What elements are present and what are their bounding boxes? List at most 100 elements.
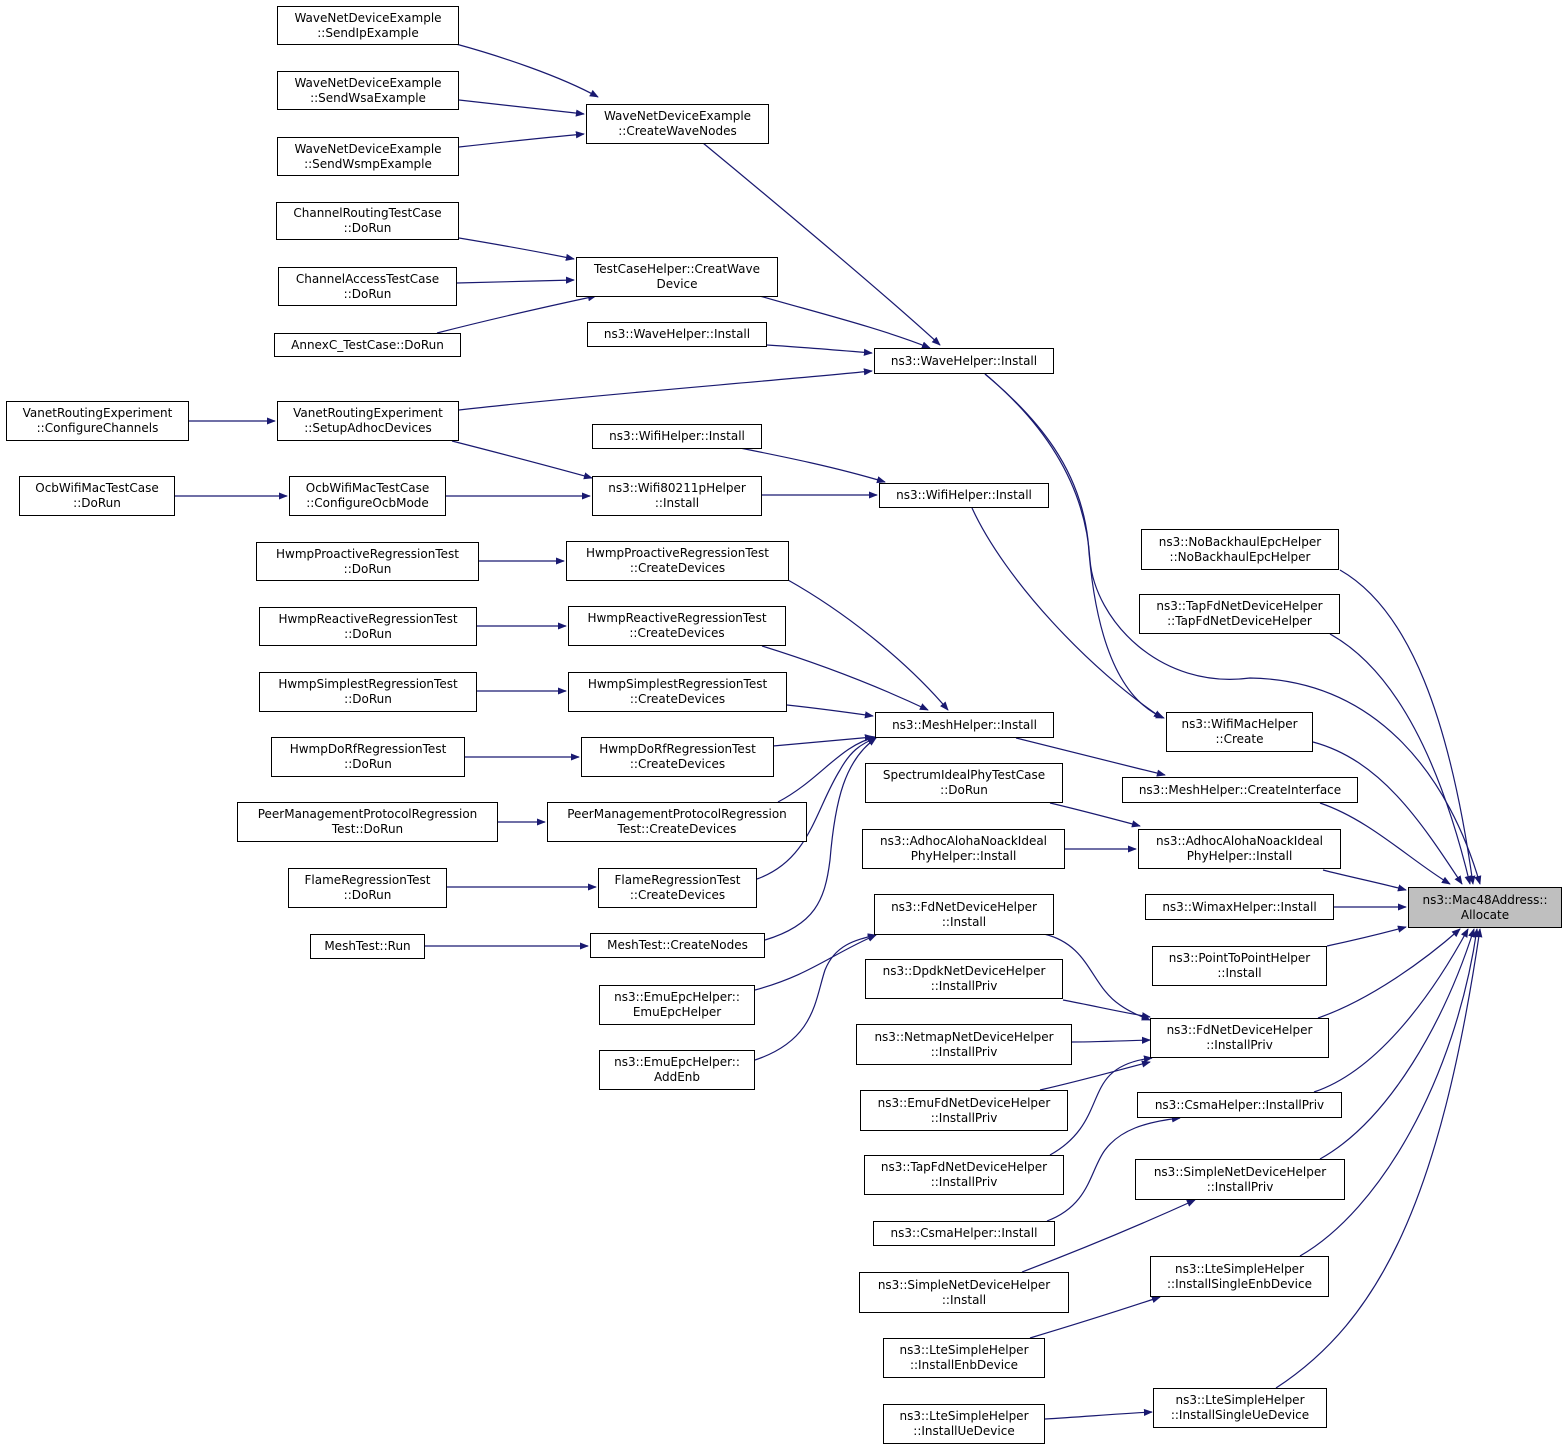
node-n46[interactable]: ns3::NoBackhaulEpcHelper::NoBackhaulEpcH… bbox=[1141, 529, 1339, 570]
call-edge bbox=[1319, 928, 1475, 1160]
node-n54[interactable]: ns3::CsmaHelper::InstallPriv bbox=[1137, 1092, 1342, 1118]
node-n04[interactable]: WaveNetDeviceExample::CreateWaveNodes bbox=[586, 104, 769, 144]
node-label: MeshTest::CreateNodes bbox=[607, 938, 748, 952]
node-n37[interactable]: ns3::FdNetDeviceHelper::Install bbox=[874, 894, 1054, 935]
node-label: ::InstallEnbDevice bbox=[909, 1358, 1019, 1372]
call-edge bbox=[1029, 1296, 1161, 1339]
node-label: ChannelAccessTestCase bbox=[295, 271, 440, 286]
node-label: WaveNetDeviceExample bbox=[294, 10, 442, 25]
node-n17[interactable]: ns3::WifiHelper::Install bbox=[879, 483, 1049, 508]
node-label: Device bbox=[656, 277, 698, 291]
node-n25[interactable]: HwmpDoRfRegressionTest::CreateDevices bbox=[581, 737, 774, 777]
node-label: ::DoRun bbox=[343, 286, 392, 301]
call-edge bbox=[455, 43, 599, 98]
node-n18[interactable]: HwmpProactiveRegressionTest::DoRun bbox=[256, 542, 479, 581]
call-edge bbox=[786, 704, 874, 719]
node-n07[interactable]: AnnexC_TestCase::DoRun bbox=[274, 333, 461, 357]
node-n52[interactable]: ns3::PointToPointHelper::Install bbox=[1152, 946, 1327, 986]
node-n29[interactable]: FlameRegressionTest::CreateDevices bbox=[598, 868, 757, 908]
node-n20[interactable]: HwmpReactiveRegressionTest::DoRun bbox=[259, 607, 477, 646]
node-label: ::InstallSingleUeDevice bbox=[1170, 1408, 1310, 1422]
node-label: FlameRegressionTest bbox=[304, 873, 431, 887]
node-n11[interactable]: VanetRoutingExperiment::ConfigureChannel… bbox=[6, 401, 189, 441]
node-n16[interactable]: ns3::Wifi80211pHelper::Install bbox=[592, 476, 762, 516]
node-n30[interactable]: MeshTest::Run bbox=[310, 934, 425, 959]
node-n41[interactable]: ns3::TapFdNetDeviceHelper::InstallPriv bbox=[864, 1155, 1064, 1195]
call-edge bbox=[971, 507, 1163, 719]
node-n03[interactable]: WaveNetDeviceExample::SendWsmpExample bbox=[277, 137, 459, 176]
node-n12[interactable]: VanetRoutingExperiment::SetupAdhocDevice… bbox=[277, 401, 459, 441]
node-n45[interactable]: ns3::LteSimpleHelper::InstallUeDevice bbox=[883, 1404, 1045, 1444]
node-label: ns3::WifiHelper::Install bbox=[609, 429, 745, 443]
node-n19[interactable]: HwmpProactiveRegressionTest::CreateDevic… bbox=[566, 541, 789, 581]
node-n43[interactable]: ns3::SimpleNetDeviceHelper::Install bbox=[859, 1272, 1069, 1313]
node-n31[interactable]: MeshTest::CreateNodes bbox=[590, 933, 765, 958]
node-label: ::CreateDevices bbox=[629, 626, 725, 640]
node-label: ::TapFdNetDeviceHelper bbox=[1167, 614, 1312, 628]
node-n24[interactable]: HwmpDoRfRegressionTest::DoRun bbox=[271, 737, 465, 777]
node-label: ::InstallSingleEnbDevice bbox=[1167, 1276, 1312, 1291]
call-edge bbox=[984, 373, 1482, 885]
node-n14[interactable]: OcbWifiMacTestCase::DoRun bbox=[19, 476, 175, 516]
node-n57[interactable]: ns3::LteSimpleHelper::InstallSingleUeDev… bbox=[1153, 1388, 1327, 1428]
node-n06[interactable]: ChannelAccessTestCase::DoRun bbox=[278, 267, 457, 306]
node-label: Allocate bbox=[1460, 907, 1510, 922]
node-n53[interactable]: ns3::FdNetDeviceHelper::InstallPriv bbox=[1150, 1018, 1329, 1058]
node-label: ns3::AdhocAlohaNoackIdeal bbox=[879, 834, 1048, 848]
node-label: ns3::WaveHelper::Install bbox=[603, 327, 751, 341]
call-edge bbox=[984, 373, 1165, 719]
node-n10[interactable]: ns3::WaveHelper::Install bbox=[874, 348, 1054, 374]
node-label: ChannelRoutingTestCase bbox=[293, 206, 442, 220]
node-n56[interactable]: ns3::LteSimpleHelper::InstallSingleEnbDe… bbox=[1150, 1256, 1329, 1297]
node-n09[interactable]: ns3::WaveHelper::Install bbox=[587, 322, 767, 347]
node-n33[interactable]: ns3::EmuEpcHelper::AddEnb bbox=[599, 1050, 755, 1090]
node-label: ::InstallUeDevice bbox=[913, 1424, 1015, 1438]
node-n01[interactable]: WaveNetDeviceExample::SendIpExample bbox=[277, 6, 459, 45]
node-n05[interactable]: ChannelRoutingTestCase::DoRun bbox=[276, 202, 459, 240]
call-edge bbox=[759, 295, 931, 349]
node-n34[interactable]: ns3::MeshHelper::Install bbox=[875, 712, 1054, 738]
node-label: ns3::LteSimpleHelper bbox=[1175, 1393, 1305, 1407]
node-n28[interactable]: FlameRegressionTest::DoRun bbox=[288, 868, 447, 908]
node-n39[interactable]: ns3::NetmapNetDeviceHelper::InstallPriv bbox=[856, 1024, 1072, 1065]
node-label: ns3::NetmapNetDeviceHelper bbox=[874, 1029, 1054, 1044]
node-n55[interactable]: ns3::SimpleNetDeviceHelper::InstallPriv bbox=[1135, 1159, 1345, 1200]
node-n42[interactable]: ns3::CsmaHelper::Install bbox=[873, 1221, 1055, 1246]
node-n38[interactable]: ns3::DpdkNetDeviceHelper::InstallPriv bbox=[865, 959, 1063, 999]
node-n51[interactable]: ns3::WimaxHelper::Install bbox=[1145, 894, 1334, 920]
call-edge bbox=[702, 142, 941, 346]
call-edge bbox=[1312, 741, 1463, 885]
call-edge bbox=[1313, 928, 1469, 1093]
node-n13[interactable]: ns3::WifiHelper::Install bbox=[592, 424, 762, 449]
node-label: ::DoRun bbox=[73, 496, 121, 510]
call-edge bbox=[458, 131, 585, 148]
node-n35[interactable]: SpectrumIdealPhyTestCase::DoRun bbox=[865, 763, 1063, 803]
node-n23[interactable]: HwmpSimplestRegressionTest::CreateDevice… bbox=[568, 672, 787, 712]
node-n44[interactable]: ns3::LteSimpleHelper::InstallEnbDevice bbox=[883, 1338, 1045, 1378]
node-label: WaveNetDeviceExample bbox=[294, 75, 442, 90]
node-n02[interactable]: WaveNetDeviceExample::SendWsaExample bbox=[277, 71, 459, 110]
node-label: ::CreateDevices bbox=[629, 561, 726, 575]
node-label: VanetRoutingExperiment bbox=[22, 406, 173, 420]
node-n15[interactable]: OcbWifiMacTestCase::ConfigureOcbMode bbox=[289, 476, 446, 516]
node-n49[interactable]: ns3::MeshHelper::CreateInterface bbox=[1122, 777, 1358, 803]
node-n22[interactable]: HwmpSimplestRegressionTest::DoRun bbox=[259, 672, 477, 712]
node-label: ::DoRun bbox=[343, 561, 392, 576]
node-n32[interactable]: ns3::EmuEpcHelper::EmuEpcHelper bbox=[599, 985, 755, 1025]
node-label: ::InstallPriv bbox=[930, 1175, 998, 1189]
node-label: ::SendIpExample bbox=[317, 25, 419, 40]
node-n48[interactable]: ns3::WifiMacHelper::Create bbox=[1166, 712, 1313, 752]
node-n40[interactable]: ns3::EmuFdNetDeviceHelper::InstallPriv bbox=[860, 1090, 1068, 1131]
node-n47[interactable]: ns3::TapFdNetDeviceHelper::TapFdNetDevic… bbox=[1139, 594, 1340, 634]
node-label: ::DoRun bbox=[344, 692, 392, 706]
call-edge bbox=[1039, 1060, 1151, 1091]
node-label: ::ConfigureChannels bbox=[36, 421, 159, 435]
node-label: ::Create bbox=[1215, 732, 1264, 746]
node-n21[interactable]: HwmpReactiveRegressionTest::CreateDevice… bbox=[568, 606, 786, 646]
node-label: ::InstallPriv bbox=[930, 1110, 998, 1125]
